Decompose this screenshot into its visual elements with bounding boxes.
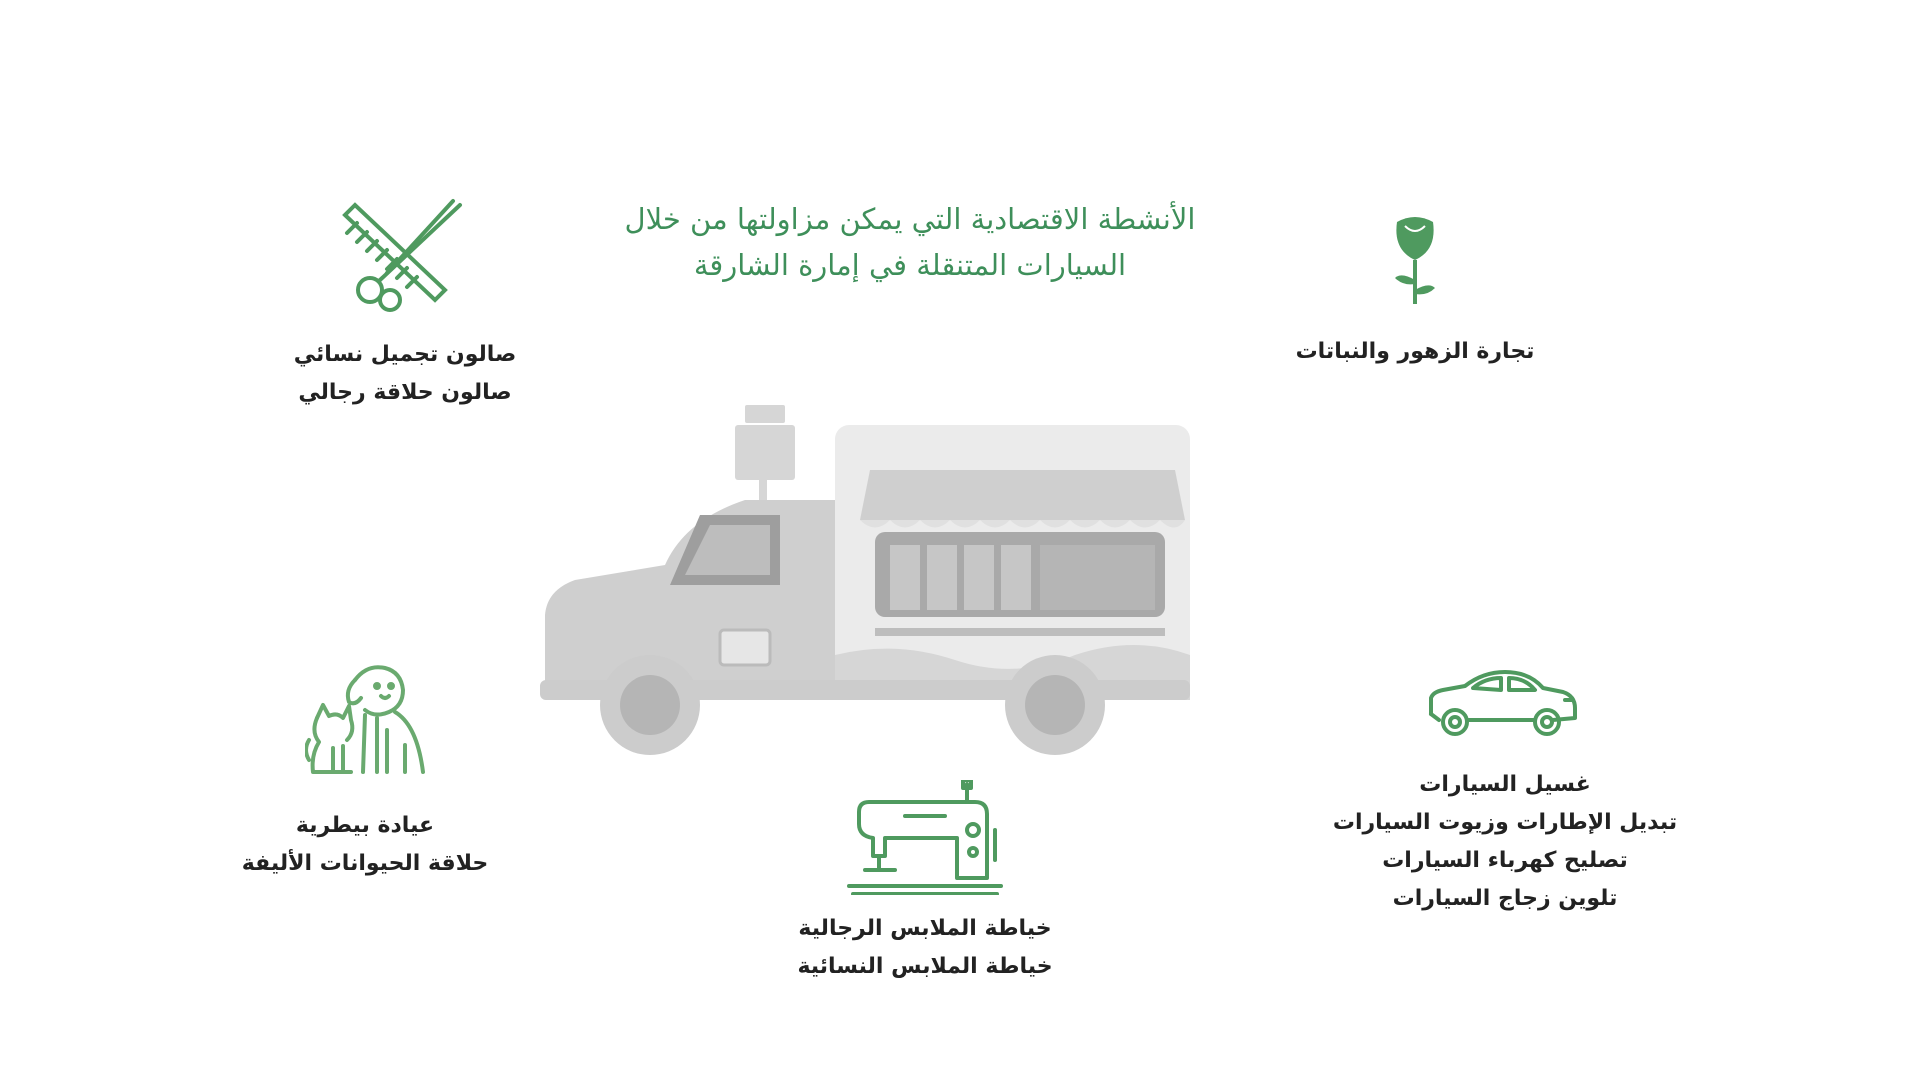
title-line-2: السيارات المتنقلة في إمارة الشارقة	[693, 248, 1127, 282]
rose-icon	[1395, 217, 1435, 304]
sewing-machine-icon	[847, 780, 1003, 895]
beauty-line-1: صالون تجميل نسائي	[293, 342, 517, 367]
tailoring-line-1: خياطة الملابس الرجالية	[798, 916, 1052, 941]
beauty-label: صالون تجميل نسائي صالون حلاقة رجالي	[290, 336, 520, 412]
pets-line-2: حلاقة الحيوانات الأليفة	[241, 851, 489, 876]
pets-label: عيادة بيطرية حلاقة الحيوانات الأليفة	[240, 807, 490, 883]
pets-line-1: عيادة بيطرية	[295, 813, 435, 838]
tailoring-line-2: خياطة الملابس النسائية	[797, 954, 1053, 979]
cars-line-2: تبديل الإطارات وزيوت السيارات	[1332, 810, 1678, 835]
flowers-line-1: تجارة الزهور والنباتات	[1295, 339, 1535, 364]
tailoring-label: خياطة الملابس الرجالية خياطة الملابس الن…	[790, 910, 1060, 986]
dog-cat-icon	[305, 665, 425, 774]
car-icon	[1429, 670, 1577, 736]
cars-line-3: تصليح كهرباء السيارات	[1382, 848, 1628, 873]
diagram-title: الأنشطة الاقتصادية التي يمكن مزاولتها من…	[560, 196, 1260, 288]
beauty-line-2: صالون حلاقة رجالي	[298, 380, 512, 405]
cars-label: غسيل السيارات تبديل الإطارات وزيوت السيا…	[1310, 766, 1700, 918]
flowers-label: تجارة الزهور والنباتات	[1290, 333, 1540, 371]
scissors-comb-icon	[342, 199, 462, 312]
cars-line-4: تلوين زجاج السيارات	[1392, 886, 1618, 911]
food-truck-icon	[540, 405, 1190, 755]
cars-line-1: غسيل السيارات	[1419, 772, 1591, 797]
title-line-1: الأنشطة الاقتصادية التي يمكن مزاولتها من…	[624, 202, 1196, 236]
